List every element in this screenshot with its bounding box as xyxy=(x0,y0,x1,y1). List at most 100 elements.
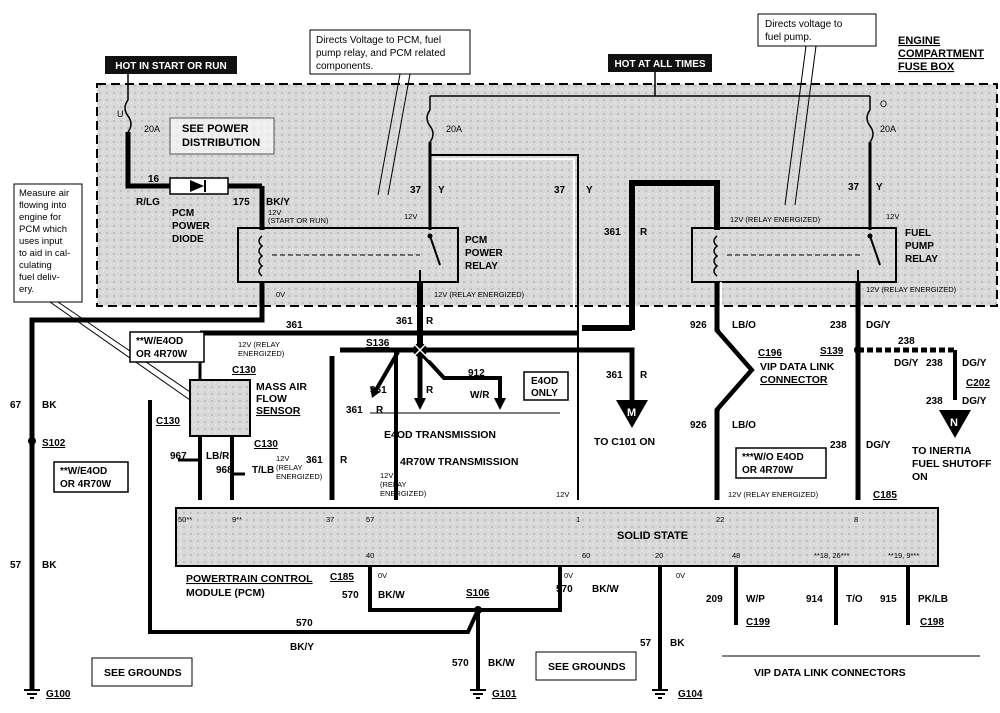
wire-bkw-a: BK/W xyxy=(378,590,405,601)
connector-c199[interactable]: C199 xyxy=(746,617,770,628)
connector-n[interactable]: N xyxy=(939,410,971,438)
e4od-only-box: E4OD ONLY xyxy=(523,371,569,401)
splice-s106[interactable]: S106 xyxy=(466,588,490,599)
wire-rf: R xyxy=(340,455,348,466)
badge-top-2: OR 4R70W xyxy=(136,349,188,360)
see-power-distribution[interactable]: SEE POWER DISTRIBUTION xyxy=(169,117,275,155)
wire-209: 209 xyxy=(706,594,723,605)
wire-rg: R xyxy=(640,370,648,381)
wire-570d: 570 xyxy=(452,658,469,669)
maf-label-1: MASS AIR xyxy=(256,381,307,393)
volt-pcm-b-3: ENERGIZED) xyxy=(380,489,427,498)
banner-hot-start-run-label: HOT IN START OR RUN xyxy=(115,61,226,72)
see-grounds-left-label: SEE GROUNDS xyxy=(104,667,182,679)
wire-361g: 361 xyxy=(606,370,623,381)
wire-912: 912 xyxy=(468,368,485,379)
see-power-dist-1: SEE POWER xyxy=(182,123,249,135)
connector-c130c[interactable]: C130 xyxy=(254,439,278,450)
wire-16: 16 xyxy=(148,174,160,185)
volt-fp-top-a: 12V (RELAY ENERGIZED) xyxy=(730,215,821,224)
wire-175: 175 xyxy=(233,197,250,208)
e4od-trans-label: E4OD TRANSMISSION xyxy=(384,429,496,441)
wire-37b: 37 xyxy=(554,185,566,196)
pin-60: 60 xyxy=(582,551,590,560)
fuse-box-title-2: COMPARTMENT xyxy=(898,48,984,60)
volt-fp-top-b: 12V xyxy=(886,212,899,221)
pin-57: 57 xyxy=(366,515,374,524)
ground-g100: G100 xyxy=(24,689,71,700)
volt-0v-g104: 0V xyxy=(676,571,685,580)
wire-rd: R xyxy=(426,385,434,396)
splice-s136-label[interactable]: S136 xyxy=(366,338,390,349)
see-grounds-mid[interactable]: SEE GROUNDS xyxy=(535,651,637,681)
banner-hot-all-times: HOT AT ALL TIMES xyxy=(608,54,712,72)
badge-wo-1: ***W/O E4OD xyxy=(742,452,804,463)
splice-s102[interactable]: S102 xyxy=(42,438,66,449)
wire-361e: 361 xyxy=(346,405,363,416)
note-maf-measure: Measure air flowing into engine for PCM … xyxy=(13,183,197,401)
fuse-u-rating: 20A xyxy=(144,124,160,134)
wire-914: 914 xyxy=(806,594,823,605)
note-maf-3: engine for xyxy=(19,212,61,223)
wire-ya: Y xyxy=(438,185,445,196)
pcm-relay-label-3: RELAY xyxy=(465,261,498,272)
wire-dgy-f: DG/Y xyxy=(894,358,919,369)
see-grounds-left[interactable]: SEE GROUNDS xyxy=(91,657,193,687)
wire-57b: 57 xyxy=(640,638,652,649)
volt-pcm-c: 12V xyxy=(556,490,569,499)
connector-c130b[interactable]: C130 xyxy=(156,416,180,427)
pin-50: 50** xyxy=(178,515,192,524)
connector-m[interactable]: M xyxy=(616,400,648,428)
banner-hot-all-times-label: HOT AT ALL TIMES xyxy=(614,59,705,70)
connector-c185b[interactable]: C185 xyxy=(330,572,354,583)
wire-wp: W/P xyxy=(746,594,765,605)
trans-arrows xyxy=(370,386,506,410)
volt-0v-c185a: 0V xyxy=(378,571,387,580)
maf-label-3: SENSOR xyxy=(256,405,301,417)
to-inertia-2: FUEL SHUTOFF xyxy=(912,458,992,470)
badge-wo-e4od: ***W/O E4OD OR 4R70W xyxy=(735,447,827,479)
volt-pcm-a-2: (RELAY xyxy=(276,463,303,472)
connector-c198[interactable]: C198 xyxy=(920,617,944,628)
wire-dgy-d: DG/Y xyxy=(962,396,987,407)
volt-12-start: 12V xyxy=(268,208,281,217)
wire-lbr: LB/R xyxy=(206,451,230,462)
pcm-relay-label-2: POWER xyxy=(465,248,504,259)
wire-pklb: PK/LB xyxy=(918,594,948,605)
connector-c196[interactable]: C196 xyxy=(758,348,782,359)
pin-1: 1 xyxy=(576,515,580,524)
note-pcm-voltage-1: Directs Voltage to PCM, fuel xyxy=(316,35,441,46)
wire-238f: 238 xyxy=(926,358,943,369)
solid-state-label: SOLID STATE xyxy=(617,530,688,542)
connector-c185a[interactable]: C185 xyxy=(873,490,897,501)
wire-67: 67 xyxy=(10,400,22,411)
wires-main xyxy=(29,282,957,690)
wire-968: 968 xyxy=(216,465,233,476)
fuse-mid-rating: 20A xyxy=(446,124,462,134)
pin-8: 8 xyxy=(854,515,858,524)
wire-570b: 570 xyxy=(556,584,573,595)
pin-48: 48 xyxy=(732,551,740,560)
wire-238e: 238 xyxy=(830,440,847,451)
volt-start-run: (START OR RUN) xyxy=(268,216,329,225)
ground-g104: G104 xyxy=(652,689,703,700)
splice-s139[interactable]: S139 xyxy=(820,346,844,357)
badge-wo-2: OR 4R70W xyxy=(742,465,794,476)
volt-relay-energized-fp: 12V (RELAY ENERGIZED) xyxy=(866,285,957,294)
wire-yc: Y xyxy=(876,182,883,193)
vip-connectors-label: VIP DATA LINK CONNECTORS xyxy=(754,667,906,679)
wire-37a: 37 xyxy=(410,185,422,196)
wire-361d: 361 xyxy=(370,385,387,396)
connector-c130a[interactable]: C130 xyxy=(232,365,256,376)
volt-pcm-b-1: 12V xyxy=(380,471,393,480)
top-power-feeds xyxy=(124,72,874,500)
connector-c202[interactable]: C202 xyxy=(966,378,990,389)
wire-238a: 238 xyxy=(830,320,847,331)
note-fuel-pump-voltage: Directs voltage to fuel pump. xyxy=(757,13,877,206)
see-grounds-mid-label: SEE GROUNDS xyxy=(548,661,626,673)
volt-maf-2: ENERGIZED) xyxy=(238,349,285,358)
note-fuel-pump-voltage-2: fuel pump. xyxy=(765,32,812,43)
wire-238b: 238 xyxy=(898,336,915,347)
note-maf-7: culating xyxy=(19,260,52,271)
